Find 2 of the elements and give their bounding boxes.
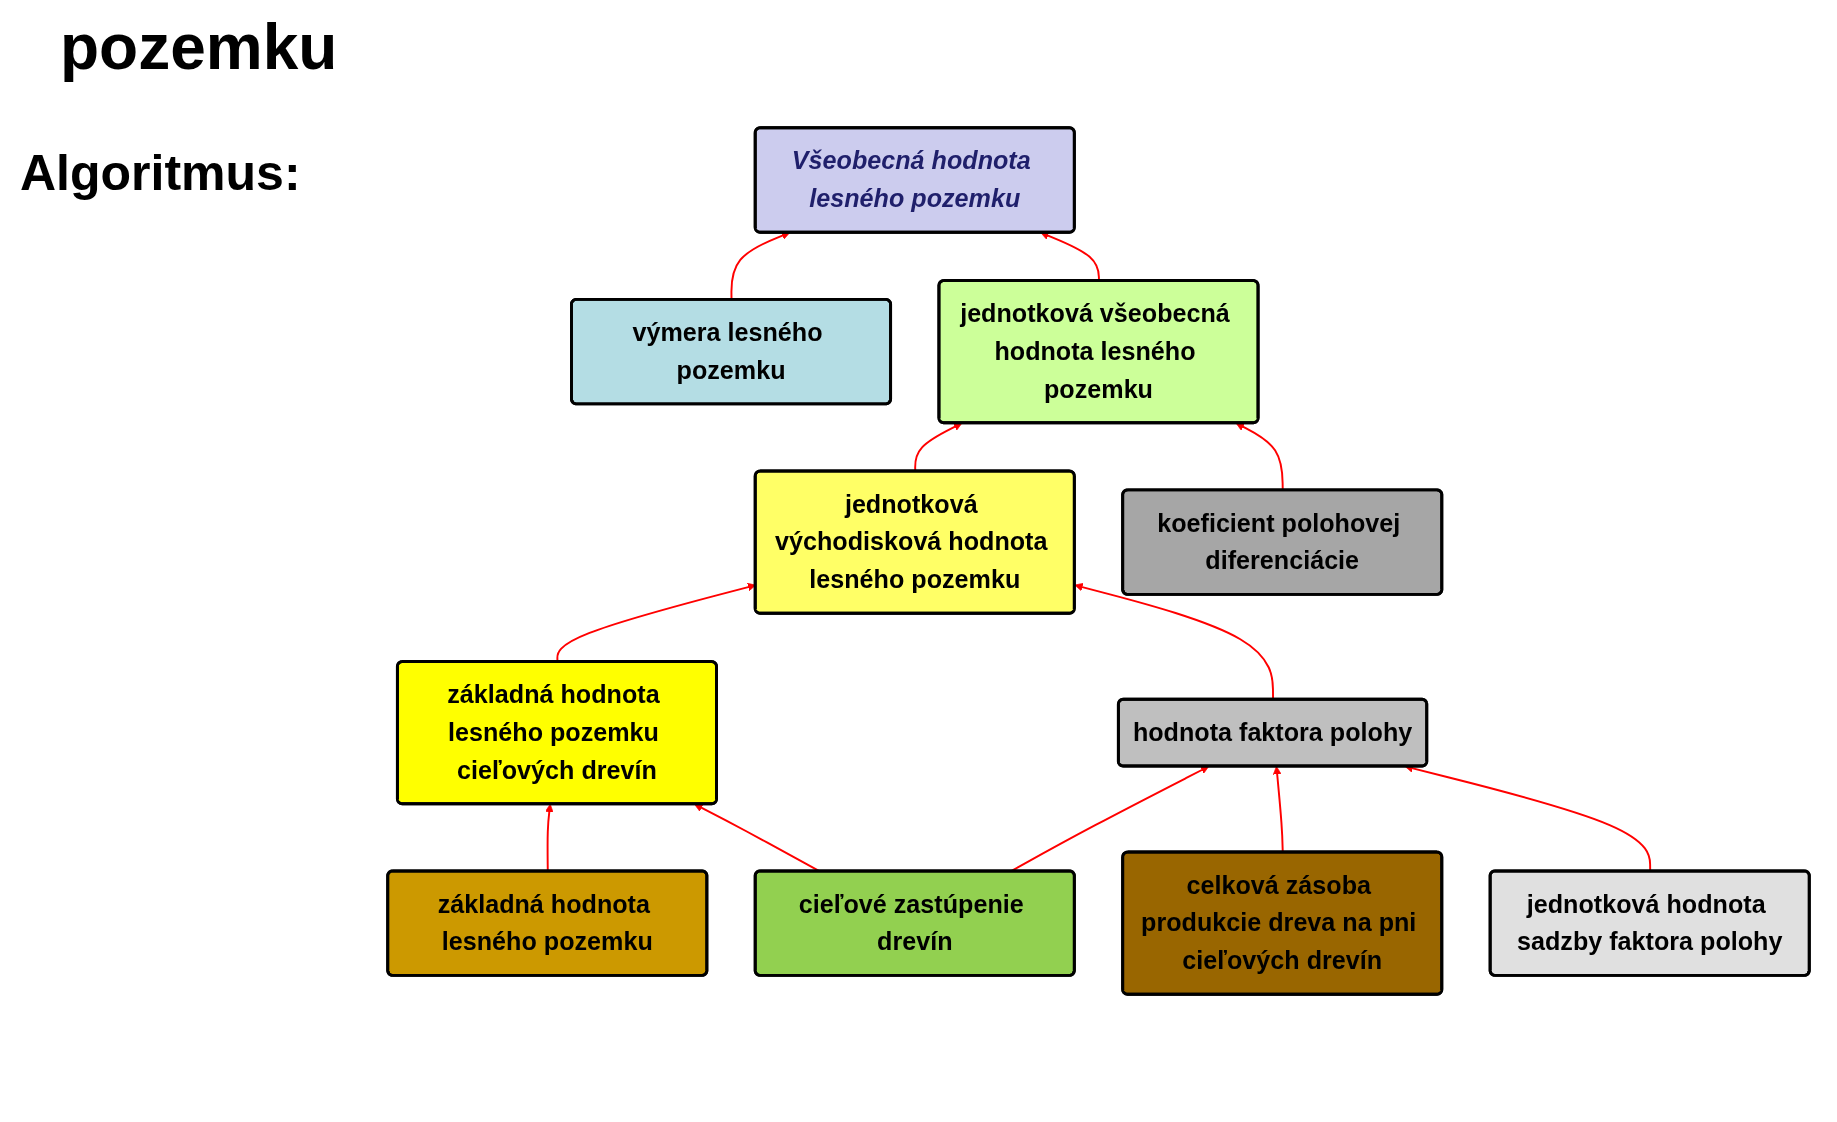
title: pozemku [60,10,339,84]
label-text: Algoritmus: [20,144,302,202]
